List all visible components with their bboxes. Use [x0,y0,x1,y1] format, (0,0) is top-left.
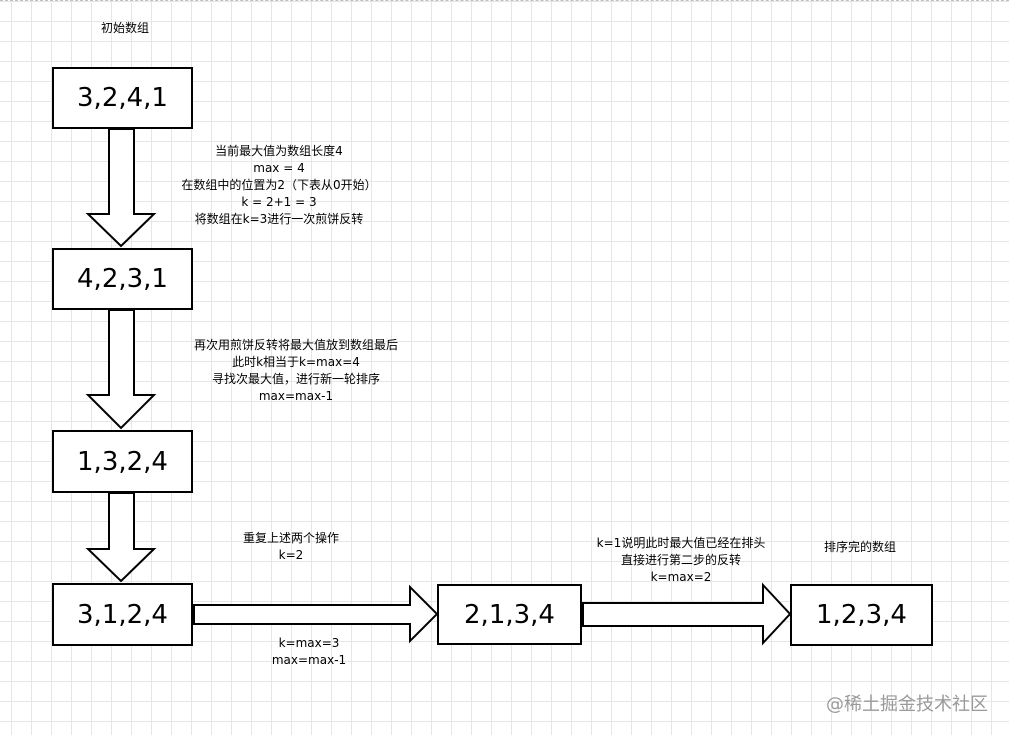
note-step1-line: 将数组在k=3进行一次煎饼反转 [194,212,364,226]
note-step2-line: 此时k相当于k=max=4 [232,355,360,369]
sorted-array-title: 排序完的数组 [823,540,897,554]
note-step2-line: 寻找次最大值，进行新一轮排序 [211,372,381,386]
note-step4-line: k=max=3 [278,636,340,650]
array-box-step1[interactable]: 4,2,3,1 [52,248,193,310]
note-step3-line: 重复上述两个操作 [242,531,340,545]
initial-array-title: 初始数组 [100,21,150,35]
note-step3: 重复上述两个操作 k=2 [243,530,339,564]
watermark-text: @稀土掘金技术社区 [826,694,988,715]
note-step1-line: 当前最大值为数组长度4 [215,144,343,158]
array-box-step3[interactable]: 3,1,2,4 [52,583,193,646]
note-step5-line: k=1说明此时最大值已经在排头 [596,536,766,550]
down-arrow-1 [85,128,157,248]
canvas-top-border [0,0,1009,7]
array-box-step4[interactable]: 2,1,3,4 [437,584,582,645]
note-step2-line: 再次用煎饼反转将最大值放到数组最后 [193,338,399,352]
note-step4-line: max=max-1 [271,653,347,667]
note-step1-line: k = 2+1 = 3 [241,195,317,209]
note-step3-line: k=2 [278,548,304,562]
note-step5-line: 直接进行第二步的反转 [620,553,742,567]
down-arrow-3 [85,492,157,583]
right-arrow-2 [582,582,792,646]
note-step1: 当前最大值为数组长度4 max = 4 在数组中的位置为2（下表从0开始） k … [181,143,376,228]
right-arrow-1 [193,584,439,644]
array-box-step2[interactable]: 1,3,2,4 [52,430,193,493]
down-arrow-2 [85,309,157,430]
note-step2-line: max=max-1 [258,389,334,403]
note-step1-line: max = 4 [253,161,305,175]
note-step1-line: 在数组中的位置为2（下表从0开始） [181,178,377,192]
array-box-sorted[interactable]: 1,2,3,4 [790,584,933,646]
array-box-initial[interactable]: 3,2,4,1 [52,67,193,129]
note-step4: k=max=3 max=max-1 [272,635,346,669]
note-step2: 再次用煎饼反转将最大值放到数组最后 此时k相当于k=max=4 寻找次最大值，进… [194,337,398,405]
note-step5: k=1说明此时最大值已经在排头 直接进行第二步的反转 k=max=2 [597,535,766,586]
note-step5-line: k=max=2 [650,570,712,584]
